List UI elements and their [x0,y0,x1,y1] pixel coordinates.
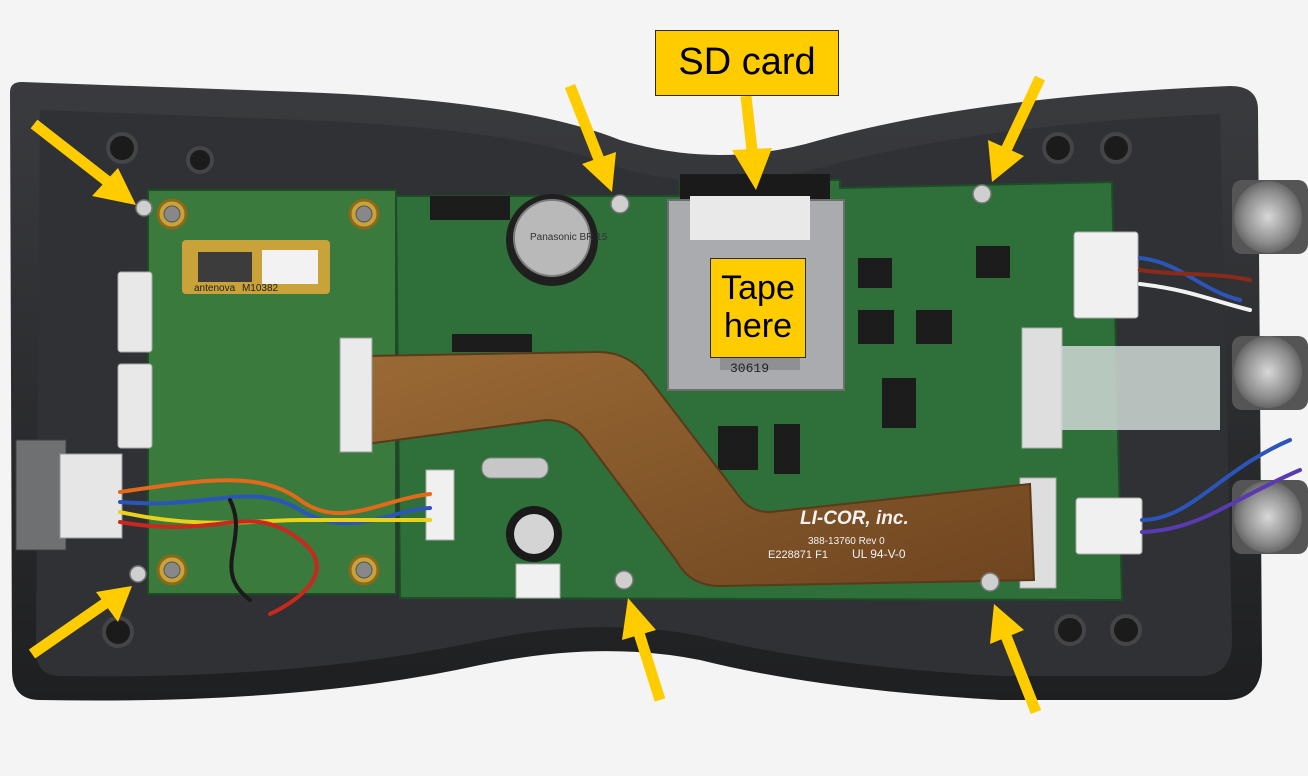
cert-text: E228871 F1 [768,549,828,561]
part-number-text: 388-13760 Rev 0 [808,536,885,547]
capacitor [506,506,562,562]
battery-label: Panasonic BR 15 [530,232,608,243]
screw-icon [129,184,1000,592]
gps-module: antenova M10382 [182,240,330,294]
crystal [481,457,549,479]
bnc-connectors [1232,180,1308,554]
sd-card-callout: SD card [655,30,839,96]
battery-icon: Panasonic BR 15 [506,194,608,286]
side-port [15,439,67,551]
module-label: antenova [194,283,236,294]
card-code: 30619 [730,361,769,376]
module-code: M10382 [242,283,279,294]
wiring [118,256,1302,616]
svg-text:antenova M10382: antenova M10382 [194,283,279,294]
flat-ribbon-right [1060,346,1220,430]
flex-ribbon [365,350,1036,588]
ic-chips [430,196,1010,474]
left-connectors [117,271,153,449]
case-posts [102,132,1142,648]
right-connectors [425,231,1143,599]
ul-text: UL 94-V-0 [852,547,906,561]
brand-text: LI-COR, inc. [800,508,909,529]
tape-here-callout: Tape here [710,258,806,358]
arrow-icon [28,75,1045,715]
